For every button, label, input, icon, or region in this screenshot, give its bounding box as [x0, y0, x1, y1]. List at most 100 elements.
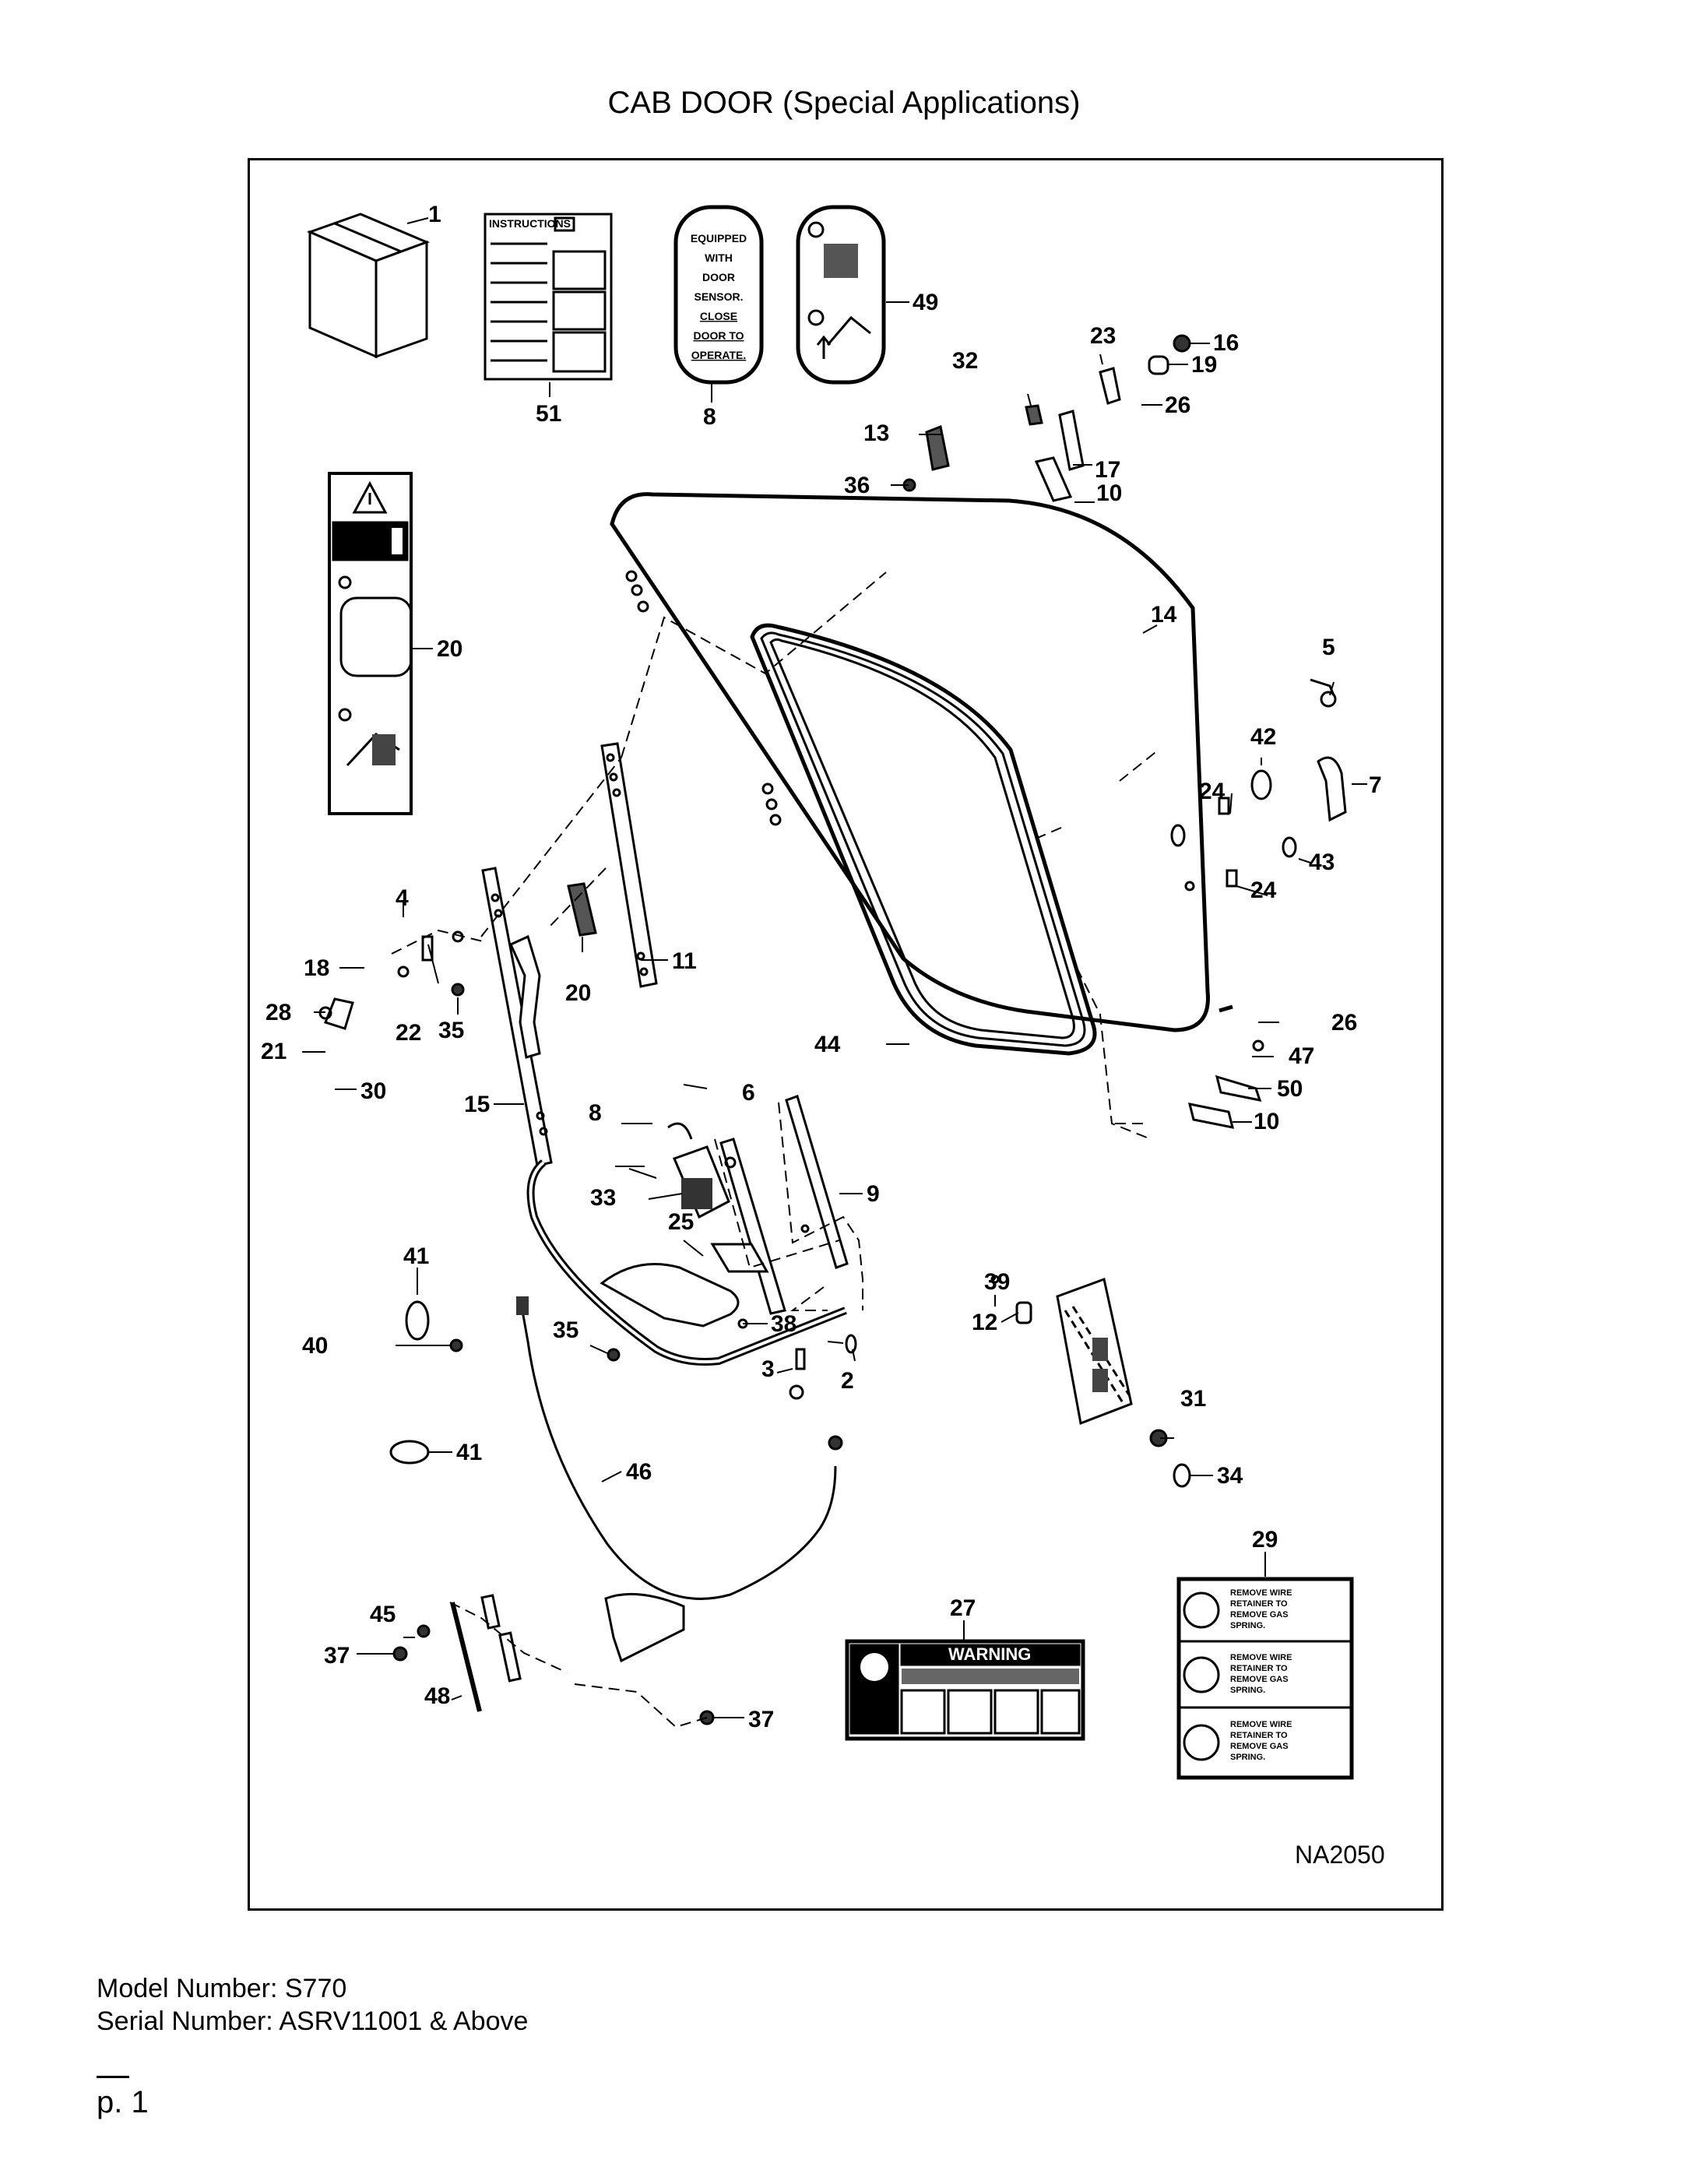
callout: 36: [844, 473, 870, 498]
page-number: p. 1: [97, 2085, 149, 2119]
callout-labels: 1 2 3 4 5 6 7 8 8 9 10 10 11 12 13 14 15…: [261, 202, 1382, 1732]
door-sensor-line-3: DOOR: [702, 271, 735, 283]
assembly-guides: [391, 571, 1159, 1729]
gas-spring-3-line-4: SPRING.: [1230, 1753, 1265, 1762]
serial-number: Serial Number: ASRV11001 & Above: [97, 2006, 529, 2036]
callout: 47: [1289, 1043, 1314, 1069]
decal-label-instructions: INSTRUCTIONS: [489, 217, 571, 230]
callout: 13: [863, 420, 889, 446]
callout: 51: [536, 401, 561, 427]
decal-text: INSTRUCTIONS EQUIPPED WITH DOOR SENSOR. …: [489, 217, 1292, 1762]
door-sensor-line-1: EQUIPPED: [691, 232, 747, 244]
gas-spring-2-line-2: RETAINER TO: [1230, 1664, 1288, 1673]
callout: 5: [1322, 635, 1335, 660]
fasteners: [318, 334, 1347, 1725]
callout: 6: [742, 1080, 755, 1106]
callout: 31: [1180, 1386, 1206, 1412]
door-sensor-line-4: SENSOR.: [694, 290, 743, 303]
vent-grille: [567, 882, 597, 937]
gas-spring-1-line-4: SPRING.: [1230, 1621, 1265, 1630]
callout: 35: [438, 1018, 464, 1043]
instructions-decal: [484, 213, 613, 381]
callout: 41: [456, 1440, 482, 1465]
callout: 12: [972, 1310, 997, 1335]
warning-decal-label: WARNING: [948, 1644, 1031, 1664]
callout: 4: [396, 885, 409, 911]
callout: 10: [1254, 1109, 1279, 1134]
callout: 10: [1096, 480, 1122, 506]
callout: 48: [424, 1683, 450, 1709]
callout: 28: [266, 1000, 291, 1025]
door-sensor-line-2: WITH: [705, 251, 733, 264]
safety-decal: [328, 472, 413, 815]
callout: 37: [748, 1707, 774, 1732]
sensor-diagram-decal: [796, 205, 886, 385]
gas-spring-2-line-3: REMOVE GAS: [1230, 1675, 1289, 1684]
callout: 41: [403, 1243, 429, 1269]
page-rule: [97, 2076, 129, 2078]
callout: 8: [703, 404, 716, 430]
callout: 26: [1165, 392, 1190, 418]
door-sensor-decal: [673, 205, 764, 385]
callout: 22: [396, 1020, 421, 1046]
callout: 30: [360, 1078, 386, 1104]
cable-clamp: [389, 1300, 430, 1465]
warning-decal: [845, 1639, 1085, 1741]
callout: 20: [437, 636, 462, 662]
callout: 18: [304, 955, 329, 981]
callout: 19: [1191, 352, 1217, 378]
callout: 35: [553, 1317, 578, 1343]
cable: [516, 1296, 843, 1600]
callout: 50: [1277, 1076, 1303, 1102]
exploded-parts-diagram: INSTRUCTIONS EQUIPPED WITH DOOR SENSOR. …: [261, 202, 1385, 1869]
callout: 20: [565, 980, 591, 1006]
gas-spring-1-line-3: REMOVE GAS: [1230, 1610, 1289, 1620]
callout: 11: [672, 948, 697, 974]
bracket: [710, 1138, 857, 1354]
callout: 29: [1252, 1527, 1278, 1553]
hinge-bracket: [1015, 1277, 1133, 1426]
callout: 27: [950, 1595, 976, 1621]
callout: 3: [761, 1356, 775, 1382]
callout: 8: [589, 1100, 602, 1126]
latch-strip: [785, 1095, 849, 1269]
part-box: [306, 213, 431, 359]
callout: 40: [302, 1333, 328, 1359]
callout: 15: [464, 1092, 490, 1117]
door-strip: [600, 742, 658, 988]
callout: 16: [1213, 330, 1239, 356]
page-title: CAB DOOR (Special Applications): [607, 86, 1081, 120]
gas-spring-2-line-4: SPRING.: [1230, 1686, 1265, 1695]
callout: 44: [814, 1032, 841, 1057]
callout: 33: [590, 1185, 616, 1211]
door-sensor-line-7: OPERATE.: [691, 349, 747, 361]
callout: 39: [984, 1269, 1010, 1295]
callout: 24: [1199, 779, 1226, 804]
callout: 26: [1331, 1010, 1357, 1036]
diagram-frame: [248, 158, 1444, 1911]
callout: 43: [1309, 849, 1335, 875]
door-frame: [481, 867, 847, 1366]
door-sensor-line-6: DOOR TO: [693, 329, 744, 342]
callout: 9: [867, 1181, 880, 1207]
callout: 46: [626, 1459, 652, 1485]
door-seal: [750, 623, 1097, 1056]
model-number: Model Number: S770: [97, 1974, 347, 2003]
figure-code: NA2050: [1295, 1841, 1385, 1869]
callout: 25: [668, 1209, 694, 1235]
callout: 45: [370, 1602, 396, 1627]
callout: 32: [952, 348, 978, 374]
callout: 7: [1369, 772, 1382, 798]
gas-spring-3-line-1: REMOVE WIRE: [1230, 1720, 1292, 1729]
callout: 34: [1217, 1463, 1243, 1489]
gas-spring: [450, 1592, 685, 1712]
callout: 2: [841, 1368, 854, 1394]
callout: 21: [261, 1039, 287, 1064]
gas-spring-decal: [1176, 1577, 1354, 1780]
door-glass: [610, 492, 1210, 1032]
door-sensor-line-5: CLOSE: [700, 310, 737, 322]
leader-lines: [302, 217, 1367, 1718]
door-latch: [667, 1122, 730, 1219]
gas-spring-3-line-2: RETAINER TO: [1230, 1731, 1288, 1740]
gas-spring-1-line-1: REMOVE WIRE: [1230, 1588, 1292, 1598]
